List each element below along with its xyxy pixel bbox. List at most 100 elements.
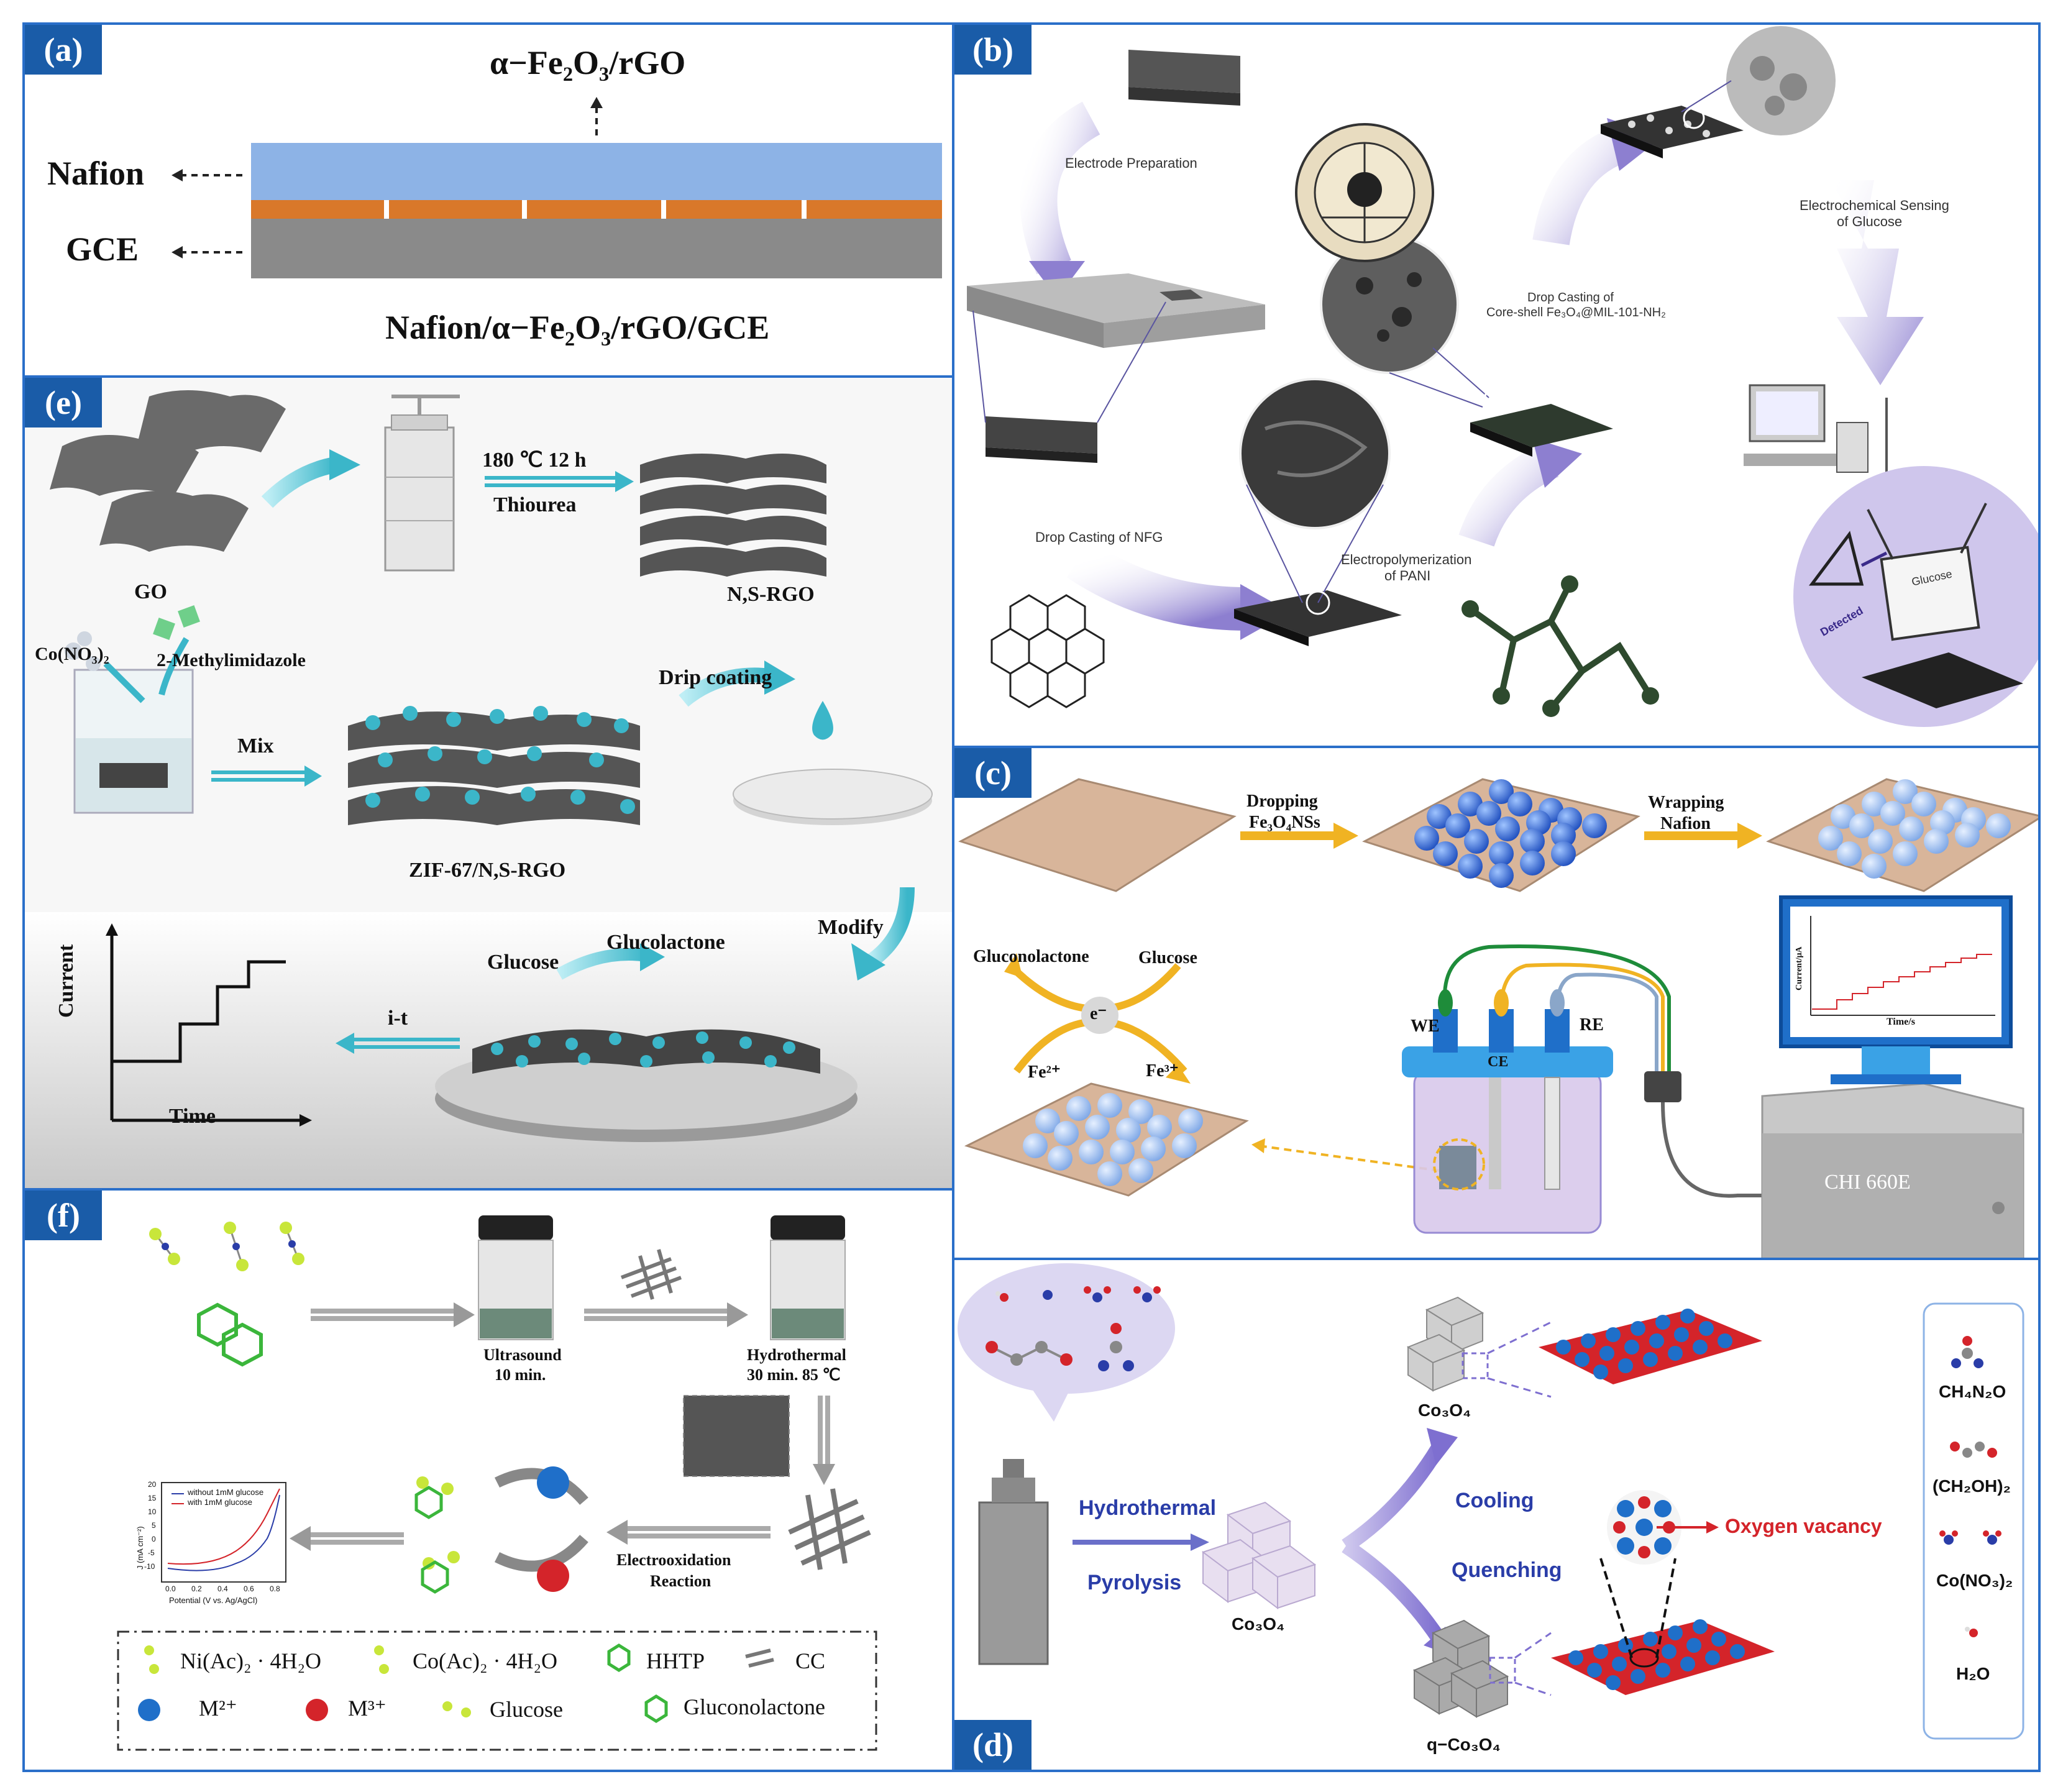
cv-ytick-4: 0 [152, 1535, 156, 1543]
legend-m3-label: M³⁺ [348, 1696, 387, 1721]
glucolactone-label: Glucolactone [606, 931, 725, 954]
panel-f-illustration [117, 1215, 877, 1751]
go-sheets [50, 390, 286, 552]
panel-b: (b) [952, 22, 2041, 748]
drip-coating-label: Drip coating [659, 666, 772, 689]
zif-label: ZIF-67/N,S-RGO [409, 859, 566, 882]
mix-label: Mix [237, 734, 274, 757]
co3o4-cubes-mid [1201, 1501, 1317, 1609]
gce-layer [251, 219, 942, 278]
cv-ytick-2: 10 [148, 1507, 157, 1516]
ultrasound-label: Ultrasound [483, 1346, 562, 1364]
of-glucose-label: of Glucose [1837, 214, 1903, 229]
fe2-label: Fe²⁺ [1028, 1063, 1061, 1082]
cv-ytick-6: -10 [144, 1562, 155, 1571]
carbon-cloth-bare [958, 778, 1237, 892]
panel-d-tag: (d) [954, 1720, 1032, 1770]
cv-ytick-5: -5 [148, 1548, 155, 1557]
ce-label: CE [1488, 1054, 1509, 1070]
fe2o3-rgo-layer [251, 200, 942, 219]
m2-legend-marker [138, 1699, 160, 1721]
electrode-prep-label: Electrode Preparation [1065, 155, 1197, 171]
panel-e: (e) [22, 375, 954, 1191]
monitor-yaxis-label: Current/μA [1795, 946, 1804, 990]
reaction-label: Reaction [650, 1572, 711, 1590]
cv-ytick-1: 15 [148, 1494, 157, 1502]
panel-d-illustration [958, 1263, 2024, 1740]
legend-hhtp-label: HHTP [646, 1648, 705, 1673]
cv-xtick-1: 0.2 [191, 1584, 202, 1593]
drop-casting-nfg-label: Drop Casting of NFG [1035, 529, 1163, 545]
cv-ytick-0: 20 [148, 1480, 157, 1489]
oxygen-vacancy-label: Oxygen vacancy [1725, 1515, 1882, 1537]
panel-d-legend-box [1923, 1302, 2024, 1740]
we-label: WE [1411, 1017, 1440, 1036]
legend-glucose-label: Glucose [490, 1697, 563, 1722]
legend-gluconolactone-label: Gluconolactone [684, 1694, 825, 1719]
panel-a: (a) α−Fe₂O₃/rGO Nafion GCE Nafion/α−Fe₂O… [22, 22, 954, 378]
panel-a-tag: (a) [25, 25, 102, 75]
legend-co-no3: Co(NO₃)₂ [1936, 1571, 2013, 1590]
co3o4-cubes-top [1406, 1296, 1484, 1392]
legend-cc-label: CC [795, 1648, 826, 1673]
panel-c-illustration [958, 778, 2038, 1258]
gce-label: GCE [66, 231, 139, 268]
electrooxidation-label: Electrooxidation [616, 1551, 731, 1569]
co3o4-mid-label: Co₃O₄ [1232, 1614, 1285, 1634]
core-shell-material-label: Core-shell Fe₃O₄@MIL-101-NH₂ [1486, 306, 1666, 319]
cv-xtick-0: 0.0 [165, 1584, 176, 1593]
monitor-xaxis-label: Time/s [1887, 1017, 1915, 1027]
of-pani-label: of PANI [1384, 568, 1431, 583]
sensing-lightning-arrow [1831, 180, 1924, 385]
co-no3-label: Co(NO₃)₂ [35, 644, 109, 664]
m3-legend-marker [306, 1699, 328, 1721]
cv-x-axis-label: Potential (V vs. Ag/AgCl) [169, 1596, 258, 1605]
fe3o4nss-label: Fe₃O₄NSs [1249, 813, 1320, 832]
cv-legend-with: with 1mM glucose [188, 1497, 253, 1507]
thiourea-label: Thiourea [493, 493, 577, 516]
it-label: i-t [388, 1007, 408, 1030]
panel-d: (d) [952, 1258, 2041, 1772]
legend-co-label: Co(Ac)₂ · 4H₂O [413, 1648, 558, 1673]
temp-label: 180 ℃ 12 h [482, 449, 587, 472]
q-co3o4-label: q−Co₃O₄ [1427, 1735, 1501, 1754]
re-label: RE [1580, 1015, 1604, 1035]
panel-c-tag: (c) [954, 748, 1032, 798]
precursor-molecules-d [986, 1286, 1161, 1371]
co3o4-lattice-top [1539, 1309, 1762, 1384]
q-co3o4-lattice [1551, 1619, 1775, 1695]
legend-h2o: H₂O [1956, 1664, 1990, 1683]
panel-b-tag: (b) [954, 25, 1032, 75]
fe3-label: Fe³⁺ [1146, 1061, 1179, 1081]
cv-xtick-3: 0.6 [244, 1584, 254, 1593]
precursor-molecules [149, 1222, 304, 1367]
electrochemical-cell [1402, 1009, 1613, 1234]
dropping-label: Dropping [1246, 792, 1318, 811]
graphene-network [990, 594, 1105, 708]
hydrothermal-d-label: Hydrothermal [1079, 1496, 1217, 1520]
glucose-c-label: Glucose [1138, 948, 1197, 967]
nafion-layer [251, 143, 942, 200]
nafion-wrap-label: Nafion [1660, 814, 1711, 833]
quenching-label: Quenching [1452, 1558, 1562, 1582]
legend-ch2oh2: (CH₂OH)₂ [1933, 1476, 2011, 1496]
panel-e-tag: (e) [25, 378, 102, 427]
pyrolysis-label: Pyrolysis [1087, 1571, 1182, 1594]
current-axis-label: Current [55, 944, 78, 1018]
ns-rgo-label: N,S-RGO [727, 583, 815, 606]
wrapping-label: Wrapping [1648, 793, 1724, 812]
panel-f-legend-box [117, 1630, 877, 1751]
cv-legend-without: without 1mM glucose [188, 1488, 264, 1497]
electrode-label: Nafion/α−Fe₂O₃/rGO/GCE [385, 309, 770, 346]
legend-ch4n2o: CH₄N₂O [1939, 1382, 2006, 1401]
legend-molecules [1939, 1336, 2001, 1637]
cv-ytick-3: 5 [152, 1521, 156, 1530]
fe3o4-dark-spheres [1414, 779, 1607, 888]
drop-casting-core-shell-label: Drop Casting of [1527, 291, 1614, 304]
go-label: GO [134, 580, 167, 603]
it-staircase-graph [110, 931, 304, 1122]
chi-660e-label: CHI 660E [1824, 1171, 1911, 1194]
hydrothermal-f-label: Hydrothermal [747, 1346, 846, 1364]
panel-e-illustration [25, 390, 952, 1188]
hydrothermal-conditions-label: 30 min. 85 ℃ [747, 1366, 841, 1384]
